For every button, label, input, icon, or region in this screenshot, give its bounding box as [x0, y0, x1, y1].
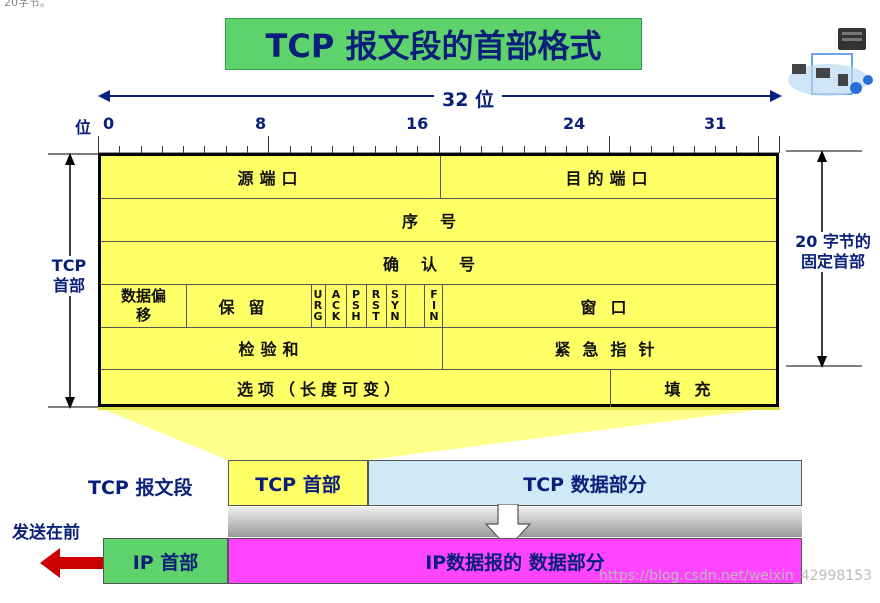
down-arrow-icon [484, 504, 532, 549]
corner-text: 20字节。 [4, 0, 51, 9]
checksum-field: 检验和 [238, 340, 305, 359]
network-icon [788, 28, 873, 96]
flag-rst: RST [371, 288, 381, 323]
options-field: 选项（长度可变） [237, 380, 406, 399]
sequence-number-field: 序号 [401, 211, 478, 231]
tick-label-31: 31 [704, 114, 727, 133]
fixed-header-side-label: 20 字节的固定首部 [790, 232, 876, 272]
tick-label-16: 16 [406, 114, 429, 133]
page-title: TCP 报文段的首部格式 [225, 18, 642, 70]
ip-data-box: IP数据报的 数据部分 [228, 538, 802, 584]
tcp-data-box: TCP 数据部分 [368, 460, 802, 506]
tick-label-0: 0 [103, 114, 115, 133]
destination-port-field: 目的端口 [565, 169, 654, 188]
bit-ruler [98, 136, 780, 154]
tcp-header-table: 源端口 目的端口 序号 确认号 数据偏移 保留 URG ACK PSH RST … [98, 153, 779, 407]
header-funnel [98, 407, 780, 460]
tick-label-8: 8 [255, 114, 267, 133]
flag-fin: FIN [429, 288, 439, 323]
bit-axis-label: 位 [75, 118, 92, 137]
tcp-header-side-label: TCP首部 [46, 256, 92, 296]
reserved-field: 保留 [218, 297, 279, 317]
data-offset-field: 数据偏移 [121, 286, 167, 324]
window-field: 窗口 [580, 297, 641, 317]
flag-ack: ACK [331, 288, 341, 323]
bits-label: 32 位 [434, 85, 503, 112]
padding-field: 填充 [664, 380, 725, 399]
send-first-label: 发送在前 [12, 523, 80, 543]
flag-syn: SYN [390, 288, 400, 323]
tick-label-24: 24 [563, 114, 586, 133]
ip-header-box: IP 首部 [103, 538, 228, 584]
tcp-header-box: TCP 首部 [228, 460, 368, 506]
urgent-pointer-field: 紧急指针 [554, 340, 667, 359]
flag-psh: PSH [351, 288, 361, 323]
flag-urg: URG [313, 288, 323, 323]
left-arrow-icon [40, 548, 106, 578]
source-port-field: 源端口 [237, 169, 304, 188]
tcp-segment-label: TCP 报文段 [88, 477, 193, 499]
ack-number-field: 确认号 [382, 254, 497, 274]
watermark: https://blog.csdn.net/weixin_42998153 [598, 568, 872, 584]
